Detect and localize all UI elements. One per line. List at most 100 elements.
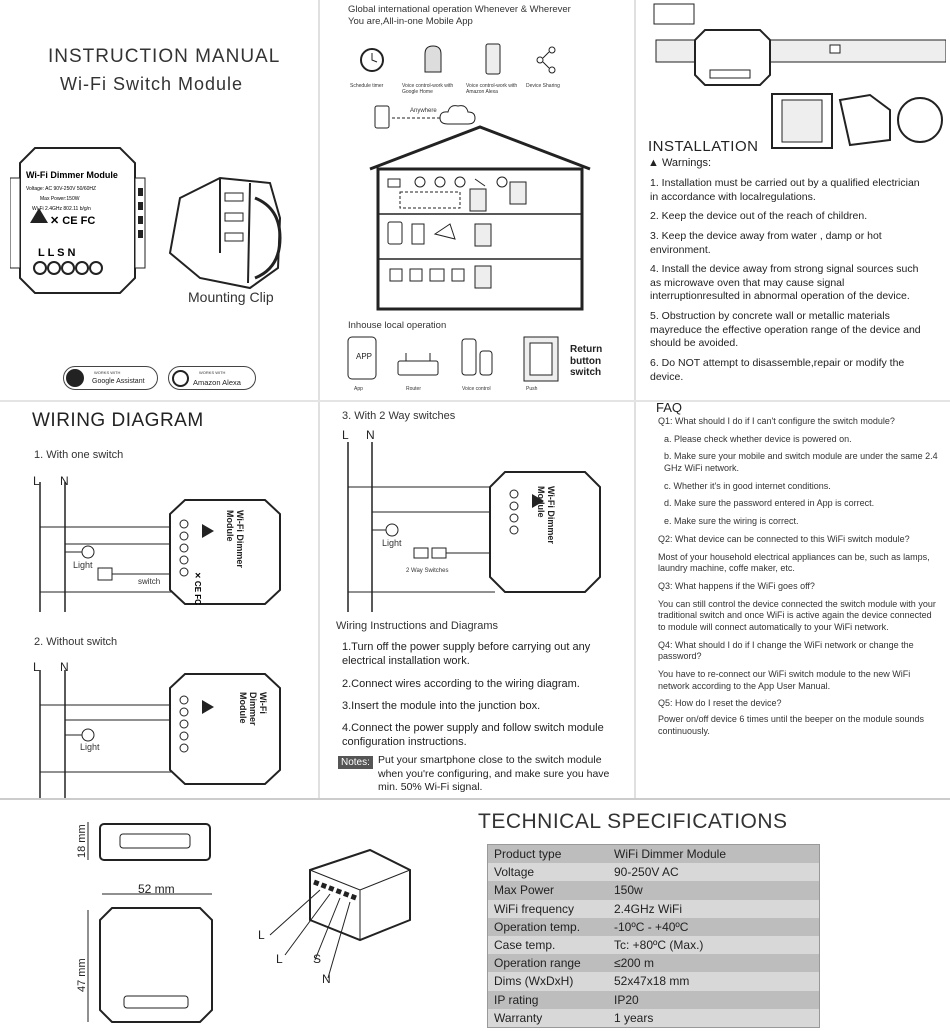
spec-key: IP rating [494, 992, 539, 1007]
spec-row: Operation temp.-10ºC - +40ºC [488, 917, 819, 936]
line-L-label-2: L [33, 660, 40, 674]
mounting-clip-drawing [168, 176, 282, 290]
wiring-instructions-title: Wiring Instructions and Diagrams [336, 620, 499, 632]
bottom-floor-devices [389, 265, 492, 289]
line-N-label-3: N [366, 428, 375, 442]
panel-wiring-diagram: WIRING DIAGRAM 1. With one switch ✕ CE F… [0, 402, 318, 798]
faq-entry: Most of your household electrical applia… [658, 551, 930, 574]
terminal-L2: L [276, 952, 283, 966]
faq-entry: e. Make sure the wiring is correct. [664, 516, 799, 527]
feature-label-google: Voice control-work with Google Home [402, 83, 454, 95]
module-front: ✕ CE FC [10, 147, 146, 294]
light-label-1: Light [73, 560, 93, 570]
app-phone-icon [347, 336, 377, 380]
spec-value: 90-250V AC [614, 865, 679, 880]
switch-module-top [509, 181, 527, 205]
amazon-alexa-badge: WORKS WITH Amazon Alexa [168, 366, 256, 390]
two-way-label: 3. With 2 Way switches [342, 410, 456, 422]
svg-text:✕ CE FC: ✕ CE FC [50, 215, 95, 227]
spec-key: Product type [494, 847, 562, 862]
module-power-text: Max Power:150W [40, 196, 80, 202]
notes-text: Put your smartphone close to the switch … [378, 754, 610, 794]
spec-row: IP rating IP20 [488, 990, 819, 1009]
badge-google-top: WORKS WITH [94, 370, 121, 375]
manual-subtitle: Wi-Fi Switch Module [60, 74, 244, 94]
installation-item: 6. Do NOT attempt to disassemble,repair … [650, 357, 905, 383]
router-icon [397, 360, 439, 376]
faq-entry: You can still control the device connect… [658, 598, 936, 632]
panel-two-way-wiring: 3. With 2 Way switches L N Light 2 Way S… [320, 402, 634, 798]
spec-row: Voltage 90-250V AC [488, 863, 819, 882]
spec-key: Voltage [494, 865, 535, 880]
notes-tag: Notes: [338, 756, 373, 769]
warnings-label: Warnings: [661, 157, 712, 169]
installation-item: 2. Keep the device out of the reach of c… [650, 210, 868, 223]
light-label-3: Light [382, 538, 402, 548]
local-item-router: Router [406, 386, 422, 392]
fold-line-4 [0, 798, 950, 800]
spec-row: Dims (WxDxH)52x47x18 mm [488, 972, 819, 991]
cloud-icon [439, 105, 476, 125]
module-terminals-text: L L S N [38, 247, 76, 259]
module-wifi-text: Wi-Fi 2.4GHz 802.11 b/g/n [32, 206, 91, 212]
fold-line-3 [0, 400, 950, 402]
spec-value: 150w [614, 883, 643, 898]
faq-entry: a. Please check whether device is powere… [664, 433, 852, 444]
spec-key: WiFi frequency [494, 901, 575, 916]
timer-icon [360, 48, 384, 72]
mounting-clip-label: Mounting Clip [188, 289, 274, 305]
installation-item: 1. Installation must be carried out by a… [650, 177, 920, 203]
app-label: APP [356, 352, 373, 361]
line-N-label-2: N [60, 660, 69, 674]
local-operation-icons [347, 336, 559, 382]
warning-icon: ▲ [648, 157, 662, 169]
badge-google-text: Google Assistant [92, 378, 145, 385]
faq-entry: You have to re-connect our WiFi switch m… [658, 669, 911, 691]
spec-key: Operation range [494, 956, 581, 971]
panel-instruction-manual: INSTRUCTION MANUAL Wi-Fi Switch Module ✕… [0, 0, 318, 400]
module-terminal-stack [179, 519, 189, 577]
local-item-voice: Voice control [462, 386, 491, 392]
voice-control-icon [461, 338, 477, 376]
wiring-without-switch-diagram [39, 670, 281, 798]
installation-item: 3. Keep the device away from water , dam… [650, 229, 882, 256]
installation-title: INSTALLATION [648, 138, 759, 155]
spec-key: Warranty [494, 1010, 543, 1025]
faq-entry: b. Make sure your mobile and switch modu… [664, 451, 938, 474]
spec-key: Case temp. [494, 938, 556, 953]
installation-list: 1. Installation must be carried out by a… [650, 177, 930, 388]
wiring-step: 3.Insert the module into the junction bo… [342, 699, 541, 712]
feature-label-timer: Schedule timer [350, 83, 384, 89]
switch-label: switch [138, 577, 161, 586]
inhouse-label: Inhouse local operation [348, 320, 447, 331]
line-L-label-3: L [342, 428, 349, 442]
anywhere-label: Anywhere [410, 108, 437, 114]
line-L-label: L [33, 474, 40, 488]
spec-value: 52x47x18 mm [614, 974, 690, 989]
dim-height: 18 mm [76, 824, 88, 858]
faq-entry: Q4: What should I do if I change the WiF… [658, 639, 914, 662]
feature-icons-row [360, 43, 556, 75]
spec-row: Warranty 1 years [488, 1008, 819, 1027]
google-assistant-badge: WORKS WITH Google Assistant [63, 366, 158, 390]
spec-row: Operation range≤200 m [488, 954, 819, 973]
din-rail-installation-drawing [653, 3, 946, 149]
module-with-clip-illustration: ✕ CE FC Wi-Fi Dimmer Module Voltage: AC … [10, 147, 282, 294]
local-item-app: App [354, 386, 363, 392]
module-label-2: Wi-Fi Dimmer Module [238, 692, 268, 726]
dimensions-section: 18 mm 52 mm 47 mm L L S N [0, 800, 460, 1031]
spec-value: 1 years [614, 1010, 654, 1025]
spec-value: IP20 [614, 992, 639, 1007]
global-operation-line2: You are,All-in-one Mobile App [348, 16, 473, 27]
house-diagram [369, 125, 591, 311]
wiring-step: 2.Connect wires according to the wiring … [342, 677, 580, 690]
faq-entry: c. Whether it's in good internet conditi… [664, 480, 831, 491]
phone-icon [374, 105, 390, 129]
manual-title: INSTRUCTION MANUAL [48, 46, 281, 67]
faq-entry: Q5: How do I reset the device? [658, 698, 782, 709]
without-switch-label: 2. Without switch [34, 636, 118, 648]
